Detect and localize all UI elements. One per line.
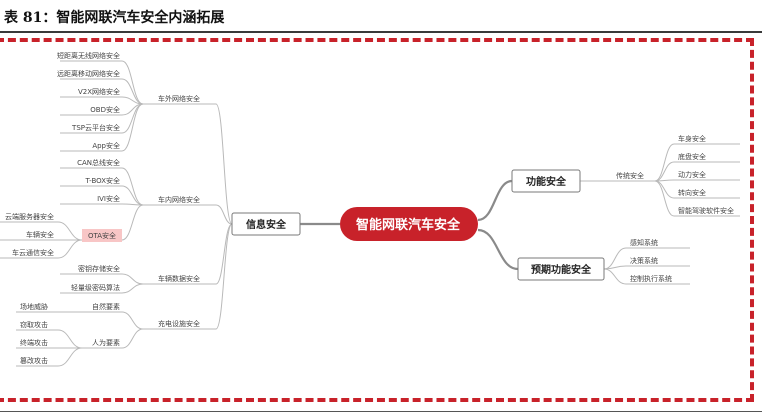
edge-functional-item-3: [654, 180, 675, 199]
info-child-label-3-0-0: 场地威胁: [20, 302, 48, 311]
sotif-item-label-2: 控制执行系统: [630, 274, 672, 283]
edge-sotif-item-1: [603, 265, 627, 270]
functional-item-label-0: 车身安全: [678, 134, 706, 143]
info-security-label: 信息安全: [246, 218, 287, 231]
functional-item-label-1: 底盘安全: [678, 152, 706, 161]
edge-central-functional: [477, 179, 513, 222]
edge-info-item-0-1: [121, 78, 144, 105]
mindmap-edges: [0, 60, 740, 367]
functional-item-label-3: 转向安全: [678, 188, 706, 197]
edge-info-child-3-1-0: [57, 329, 83, 349]
edge-info-item-3-1: [121, 328, 144, 349]
info-item-label-3-1: 人为要素: [92, 338, 120, 347]
sotif-item-label-0: 感知系统: [630, 238, 658, 247]
functional-safety-box: [511, 169, 581, 193]
info-item-label-2-0: 密钥存储安全: [78, 264, 120, 273]
functional-safety-label: 功能安全: [526, 175, 567, 188]
central-node: [340, 207, 478, 241]
sotif-item-label-1: 决策系统: [630, 256, 658, 265]
edge-info-item-3-0: [121, 311, 144, 330]
edge-info-child-1-3-2: [57, 239, 83, 259]
info-item-label-3-0: 自然要素: [92, 302, 120, 311]
info-item-label-1-3: OTA安全: [88, 231, 116, 240]
info-group-label-0: 车外网络安全: [158, 94, 200, 103]
central-node-label: 智能网联汽车安全: [356, 217, 461, 233]
edge-central-sotif: [477, 228, 519, 271]
figure-caption: 表 81：智能网联汽车安全内涵拓展: [4, 10, 225, 26]
edge-sotif-item-2: [603, 268, 627, 285]
edge-info-item-1-3: [121, 204, 144, 241]
info-child-label-1-3-0: 云端服务器安全: [5, 212, 54, 221]
functional-item-label-2: 动力安全: [678, 170, 706, 179]
edge-functional-item-1: [654, 161, 675, 182]
edge-info-group-0: [215, 103, 233, 225]
edge-info-group-1: [215, 204, 233, 225]
edge-sotif-item-0: [603, 247, 627, 270]
info-child-label-3-1-2: 篡改攻击: [20, 356, 48, 365]
edge-info-item-2-1: [121, 283, 144, 294]
info-group-label-1: 车内网络安全: [158, 195, 200, 204]
caption-rule: [0, 31, 762, 33]
edge-info-item-1-1: [121, 185, 144, 206]
info-item-label-2-1: 轻量级密码算法: [71, 283, 120, 292]
info-item-label-0-3: OBD安全: [90, 105, 120, 114]
info-item-label-0-0: 短距离无线网络安全: [57, 51, 120, 60]
info-group-label-2: 车辆数据安全: [158, 274, 200, 283]
info-security-box: [231, 212, 301, 236]
functional-group-label: 传统安全: [616, 171, 644, 180]
edge-info-item-0-5: [121, 103, 144, 152]
info-item-label-0-2: V2X网络安全: [78, 87, 120, 96]
info-item-label-0-5: App安全: [92, 141, 120, 150]
info-item-label-1-2: IVI安全: [97, 194, 120, 203]
info-child-label-3-1-0: 窃取攻击: [20, 320, 48, 329]
edge-info-item-1-0: [121, 167, 144, 206]
info-child-label-1-3-1: 车辆安全: [26, 230, 54, 239]
dashed-frame: [0, 38, 754, 402]
bottom-rule: [0, 411, 762, 412]
sotif-label: 预期功能安全: [531, 263, 592, 276]
functional-item-label-4: 智能驾驶软件安全: [678, 206, 734, 215]
edge-info-item-2-0: [121, 273, 144, 285]
edge-info-group-3: [215, 223, 233, 330]
edge-info-item-1-2: [121, 203, 144, 206]
highlight-box-ota: [82, 229, 122, 242]
info-item-label-1-1: T-BOX安全: [85, 176, 120, 185]
info-child-label-1-3-2: 车云通信安全: [12, 248, 54, 257]
edge-info-item-0-0: [121, 60, 144, 105]
info-item-label-0-1: 远距离移动网络安全: [57, 69, 120, 78]
edge-functional-item-0: [654, 143, 675, 182]
info-child-label-3-1-1: 终端攻击: [20, 338, 48, 347]
edge-info-child-3-1-2: [57, 347, 83, 367]
info-item-label-1-0: CAN总线安全: [77, 158, 120, 167]
info-group-label-3: 充电设施安全: [158, 319, 200, 328]
info-item-label-0-4: TSP云平台安全: [71, 123, 120, 132]
sotif-box: [517, 257, 605, 281]
edge-functional-item-4: [654, 180, 675, 217]
edge-info-child-1-3-0: [57, 221, 83, 241]
